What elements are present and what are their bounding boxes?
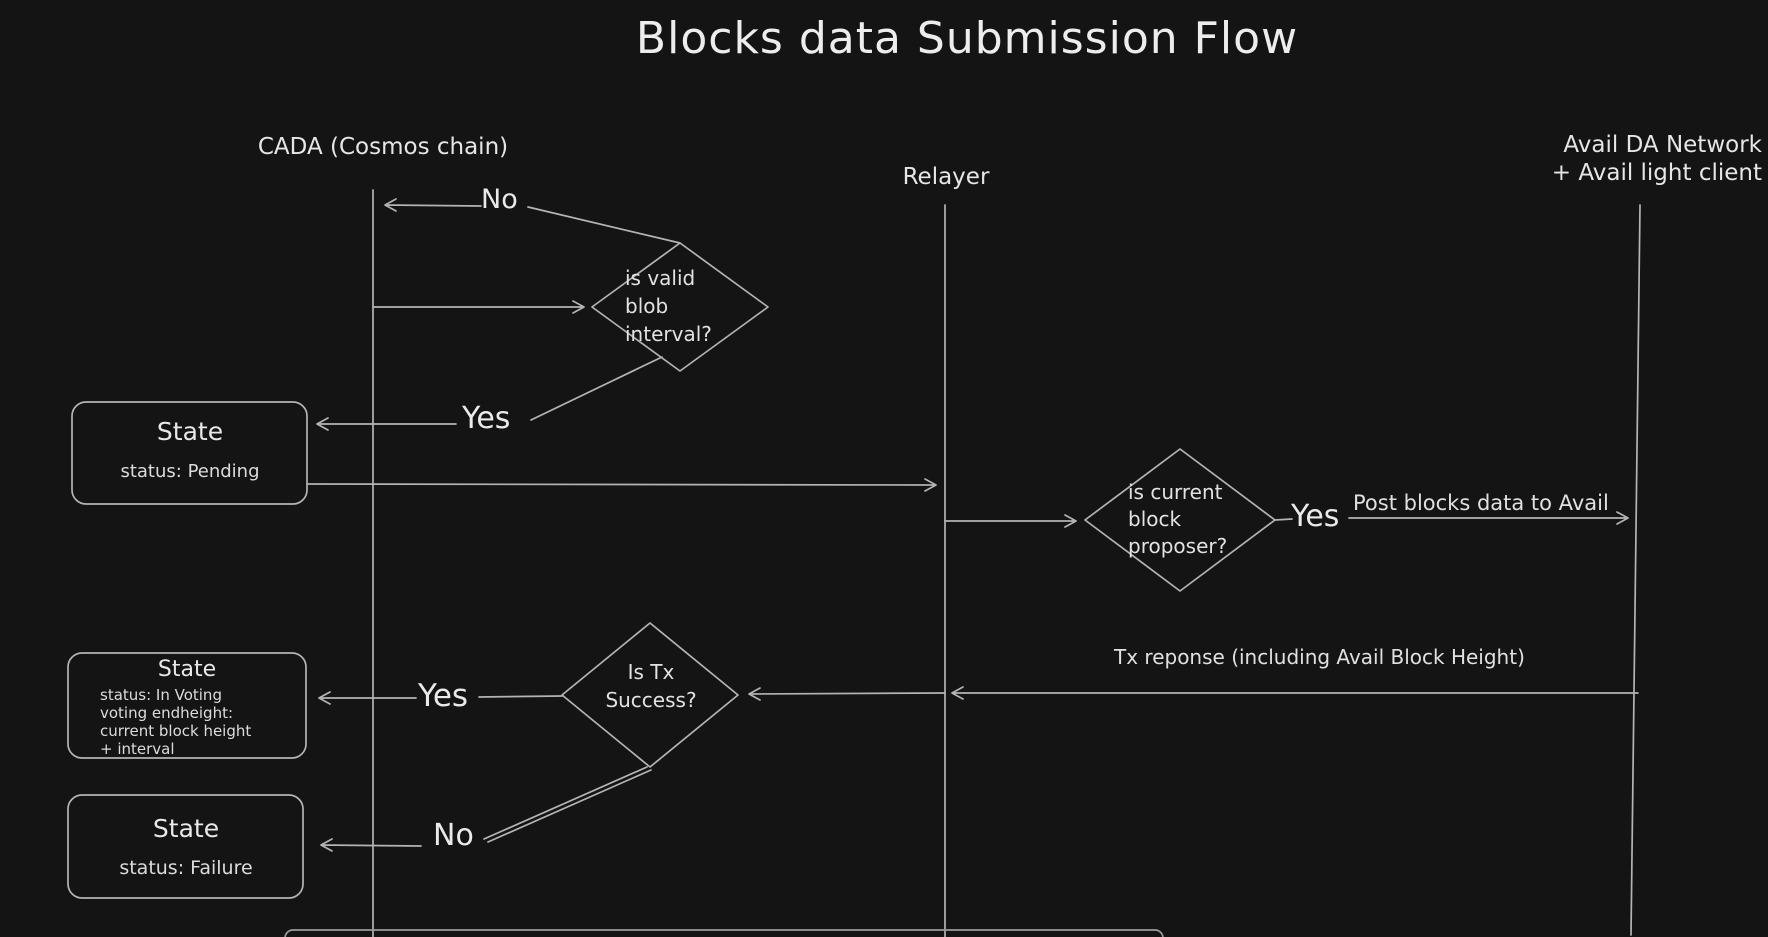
state-in-voting-line4: + interval: [100, 740, 175, 758]
edge-yes-valid-arrow: [316, 417, 457, 431]
edge-relayer-to-txsuccess: [748, 687, 946, 701]
edge-label-yes-proposer: Yes: [1291, 499, 1340, 534]
actor-avail-label-line1: Avail DA Network: [1563, 132, 1762, 158]
edge-label-no-invalid: No: [481, 184, 518, 215]
edge-label-no-success: No: [433, 818, 474, 853]
actor-relayer-label: Relayer: [902, 164, 990, 190]
edge-label-yes-success: Yes: [418, 678, 469, 714]
edge-no-success-arrow: [320, 838, 422, 852]
decision-valid-blob-interval: [591, 242, 769, 372]
edge-yes-valid-slant: [530, 356, 663, 421]
decision-txsuccess-text-1: Is Tx: [627, 660, 675, 684]
decision-current-block-proposer: [1084, 448, 1276, 592]
state-pending-box: [71, 401, 308, 505]
decision-valid-blob-text-3: interval?: [625, 322, 712, 346]
state-failure-title: State: [152, 814, 220, 843]
decision-proposer-text-2: block: [1128, 507, 1182, 531]
state-pending-status: status: Pending: [120, 461, 260, 482]
state-pending-title: State: [156, 417, 224, 446]
diagram-title: Blocks data Submission Flow: [635, 13, 1299, 64]
lifeline-avail: [1630, 204, 1641, 936]
edge-no-success-slant: [483, 766, 652, 843]
actor-avail-label-line2: + Avail light client: [1551, 160, 1762, 186]
state-in-voting-line2: voting endheight:: [100, 704, 234, 722]
edge-pending-to-relayer: [306, 478, 937, 492]
decision-valid-blob-text-1: is valid: [625, 266, 696, 290]
edge-label-post-blocks: Post blocks data to Avail: [1353, 491, 1609, 515]
edge-post-blocks-arrow: [1348, 511, 1629, 525]
edge-yes-success-arrow: [318, 691, 417, 705]
edge-yes-success-stub: [478, 695, 563, 698]
state-in-voting-box: [67, 652, 307, 759]
decision-txsuccess-text-2: Success?: [605, 688, 697, 712]
edge-tx-response-arrow: [951, 686, 1639, 700]
decision-valid-blob-text-2: blob: [625, 294, 669, 318]
state-in-voting-line1: status: In Voting: [100, 686, 222, 704]
edge-no-invalid-arrow: [384, 198, 482, 212]
decision-proposer-text-1: is current: [1128, 480, 1223, 504]
edge-proposer-yes-stub: [1274, 518, 1293, 521]
state-failure-box: [67, 794, 304, 899]
state-failure-status: status: Failure: [119, 857, 253, 879]
state-in-voting-title: State: [157, 657, 217, 682]
edge-no-invalid-slant: [527, 206, 681, 244]
actor-cada-label: CADA (Cosmos chain): [257, 134, 509, 160]
state-in-voting-line3: current block height: [100, 722, 252, 740]
decision-proposer-text-3: proposer?: [1128, 534, 1228, 558]
edge-relayer-to-proposer: [944, 514, 1077, 528]
decision-tx-success: [561, 622, 739, 768]
edge-cada-to-validblob: [372, 300, 585, 314]
edge-label-yes-valid: Yes: [462, 401, 511, 436]
bottom-partial-box: [284, 929, 1164, 937]
edge-label-tx-response: Tx reponse (including Avail Block Height…: [1114, 645, 1525, 669]
